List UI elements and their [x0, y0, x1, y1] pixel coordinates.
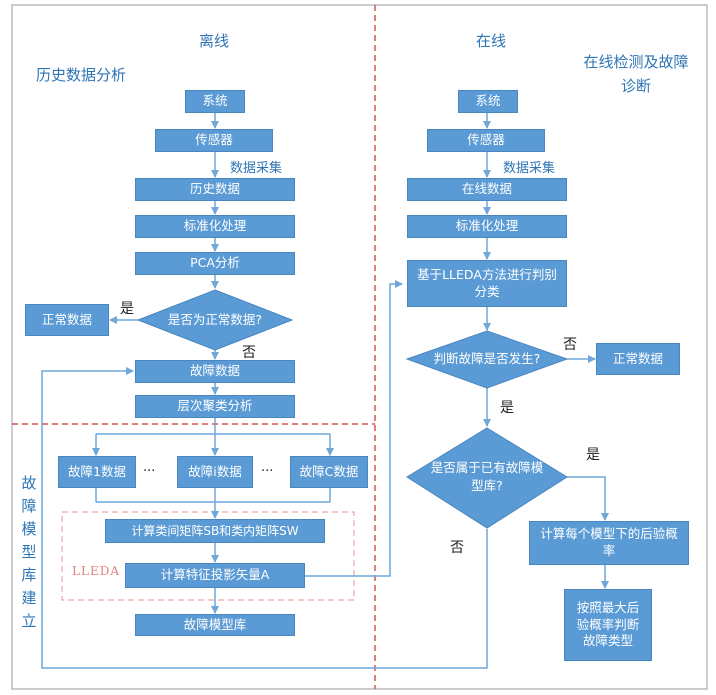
online-detection-title: 在线检测及故障诊断	[583, 53, 689, 95]
in-library-diamond	[406, 427, 568, 529]
lleda-classify-box: 基于LLEDA方法进行判别分类	[407, 260, 567, 307]
projection-vector-box: 计算特征投影矢量A	[125, 563, 305, 588]
fault-i-data-box: 故障i数据	[177, 456, 253, 488]
online-normal-data-box: 正常数据	[596, 343, 680, 375]
online-standardize-box: 标准化处理	[407, 215, 567, 238]
fault-occurred-yes-label: 是	[500, 400, 514, 416]
arrow	[305, 280, 403, 577]
fault-occurred-no-label: 否	[563, 337, 577, 353]
is-normal-diamond	[136, 289, 294, 351]
online-system-box: 系统	[458, 90, 518, 113]
history-data-box: 历史数据	[135, 178, 295, 201]
offline-data-collection-label: 数据采集	[230, 161, 283, 176]
is-normal-label: 是否为正常数据?	[167, 312, 263, 327]
posterior-box: 计算每个模型下的后验概率	[529, 521, 689, 565]
pca-analysis-box: PCA分析	[135, 252, 295, 275]
offline-system-box: 系统	[185, 90, 245, 113]
arrow	[565, 476, 609, 521]
offline-sensor-box: 传感器	[155, 129, 273, 152]
fault-data-box: 故障数据	[135, 360, 295, 383]
scatter-matrix-box: 计算类间矩阵SB和类内矩阵SW	[105, 519, 325, 543]
outer-frame	[11, 4, 708, 690]
is-normal-yes-label: 是	[120, 301, 134, 317]
fault-occurred-label: 判断故障是否发生?	[433, 351, 541, 366]
max-posterior-box: 按照最大后验概率判断故障类型	[564, 589, 652, 661]
arrow	[41, 367, 488, 669]
fault-library-box: 故障模型库	[135, 614, 295, 636]
online-sensor-box: 传感器	[427, 129, 545, 152]
fault-c-data-box: 故障C数据	[290, 456, 368, 488]
fault-occurred-diamond	[405, 330, 569, 389]
online-data-box: 在线数据	[407, 178, 567, 201]
in-library-no-label: 否	[450, 540, 464, 556]
offline-normal-data-box: 正常数据	[25, 304, 109, 336]
clustering-box: 层次聚类分析	[135, 395, 295, 418]
ellipsis-2: ···	[261, 464, 274, 479]
in-library-yes-label: 是	[586, 447, 600, 463]
fault-1-data-box: 故障1数据	[58, 456, 136, 488]
online-data-collection-label: 数据采集	[503, 161, 556, 176]
in-library-label: 是否属于已有故障模型库?	[430, 460, 544, 493]
library-build-title: 故障模型库建立	[21, 474, 37, 630]
ellipsis-1: ···	[143, 464, 156, 479]
is-normal-no-label: 否	[242, 345, 256, 361]
history-analysis-title: 历史数据分析	[36, 66, 127, 84]
online-section-title: 在线	[476, 32, 507, 50]
offline-section-title: 离线	[199, 32, 230, 50]
lleda-region	[61, 511, 355, 601]
lleda-region-label: LLEDA	[72, 564, 120, 578]
offline-standardize-box: 标准化处理	[135, 215, 295, 238]
